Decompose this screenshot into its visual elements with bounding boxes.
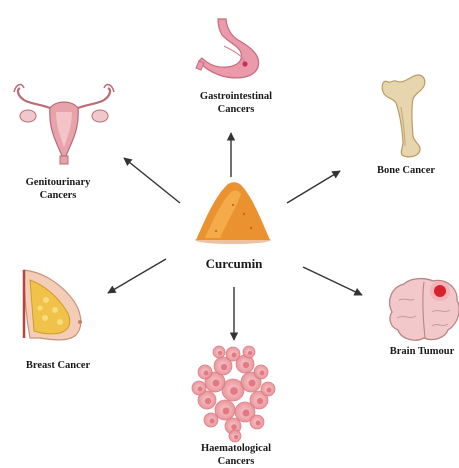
haematological-label-line-1: Haematological — [201, 442, 271, 455]
breast-cancer-label: Breast Cancer — [26, 359, 90, 372]
arrow-to-genitourinary — [124, 158, 180, 203]
blood-cell-nucleus — [231, 424, 237, 430]
blood-cell-nucleus — [210, 419, 215, 424]
blood-cell-nucleus — [234, 435, 238, 439]
blood-cell-nucleus — [249, 380, 256, 387]
genitourinary-label-line-1: Genitourinary — [26, 176, 91, 189]
breast-tissue-icon — [24, 270, 82, 340]
blood-cell-nucleus — [267, 388, 272, 393]
arrow-to-breast — [108, 259, 166, 293]
blood-cell-nucleus — [257, 398, 263, 404]
blood-cell-nucleus — [243, 410, 250, 417]
bone-cancer-label: Bone Cancer — [377, 164, 435, 177]
genitourinary-label-line-2: Cancers — [26, 189, 91, 202]
turmeric-powder-pile-icon — [195, 182, 271, 244]
haematological-label-line-2: Cancers — [201, 455, 271, 468]
blood-cell-nucleus — [248, 351, 252, 355]
arrow-to-bone — [287, 171, 340, 203]
blood-cell-nucleus — [230, 387, 238, 395]
brain-label-line-1: Brain Tumour — [390, 345, 454, 358]
blood-cell-nucleus — [204, 371, 209, 376]
stomach-icon — [196, 19, 259, 78]
haematological-cancers-label: Haematological Cancers — [201, 442, 271, 468]
blood-cell-nucleus — [213, 380, 220, 387]
blood-cell-cluster-icon — [192, 346, 275, 442]
femur-bone-icon — [382, 75, 425, 157]
bone-label-line-1: Bone Cancer — [377, 164, 435, 177]
gastrointestinal-label-line-1: Gastrointestinal — [200, 90, 272, 103]
breast-label-line-1: Breast Cancer — [26, 359, 90, 372]
blood-cell-nucleus — [243, 362, 249, 368]
blood-cell-nucleus — [223, 408, 230, 415]
blood-cell-nucleus — [218, 351, 222, 355]
arrow-to-brain — [303, 267, 362, 295]
brain-with-tumour-icon — [390, 279, 459, 341]
blood-cell-nucleus — [260, 371, 265, 376]
uterus-icon — [14, 85, 114, 164]
blood-cell-nucleus — [221, 364, 227, 370]
brain-tumour-label: Brain Tumour — [390, 345, 454, 358]
blood-cell-nucleus — [256, 421, 261, 426]
blood-cell-nucleus — [205, 398, 211, 404]
gastrointestinal-cancers-label: Gastrointestinal Cancers — [200, 90, 272, 116]
curcumin-label: Curcumin — [206, 257, 263, 270]
gastrointestinal-label-line-2: Cancers — [200, 103, 272, 116]
genitourinary-cancers-label: Genitourinary Cancers — [26, 176, 91, 202]
blood-cell-nucleus — [198, 387, 203, 392]
blood-cell-nucleus — [232, 353, 237, 358]
